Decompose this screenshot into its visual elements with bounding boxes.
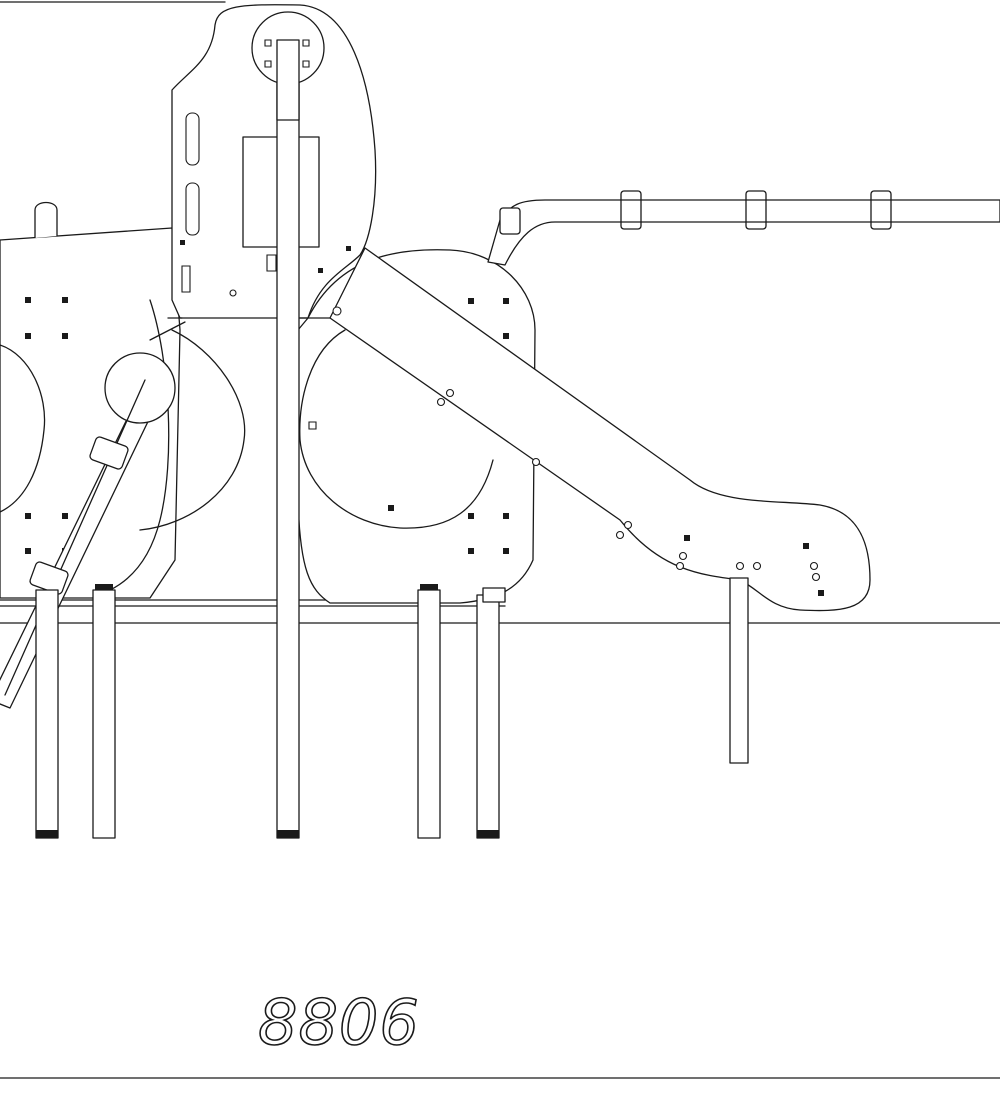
post (93, 590, 115, 838)
post (418, 590, 440, 838)
posts (36, 40, 748, 838)
slide (300, 248, 870, 611)
post-top-flange (252, 12, 324, 120)
post-tall (277, 40, 299, 838)
left-post-cap (35, 203, 57, 238)
post (36, 590, 58, 838)
left-panel (0, 228, 245, 598)
model-number-label: 8806 (257, 986, 420, 1059)
post-cap (420, 584, 438, 590)
post-short (730, 578, 748, 763)
post-cap (95, 584, 113, 590)
horizontal-handrail (488, 191, 1000, 265)
post (477, 595, 499, 838)
post-clamp (483, 588, 505, 602)
